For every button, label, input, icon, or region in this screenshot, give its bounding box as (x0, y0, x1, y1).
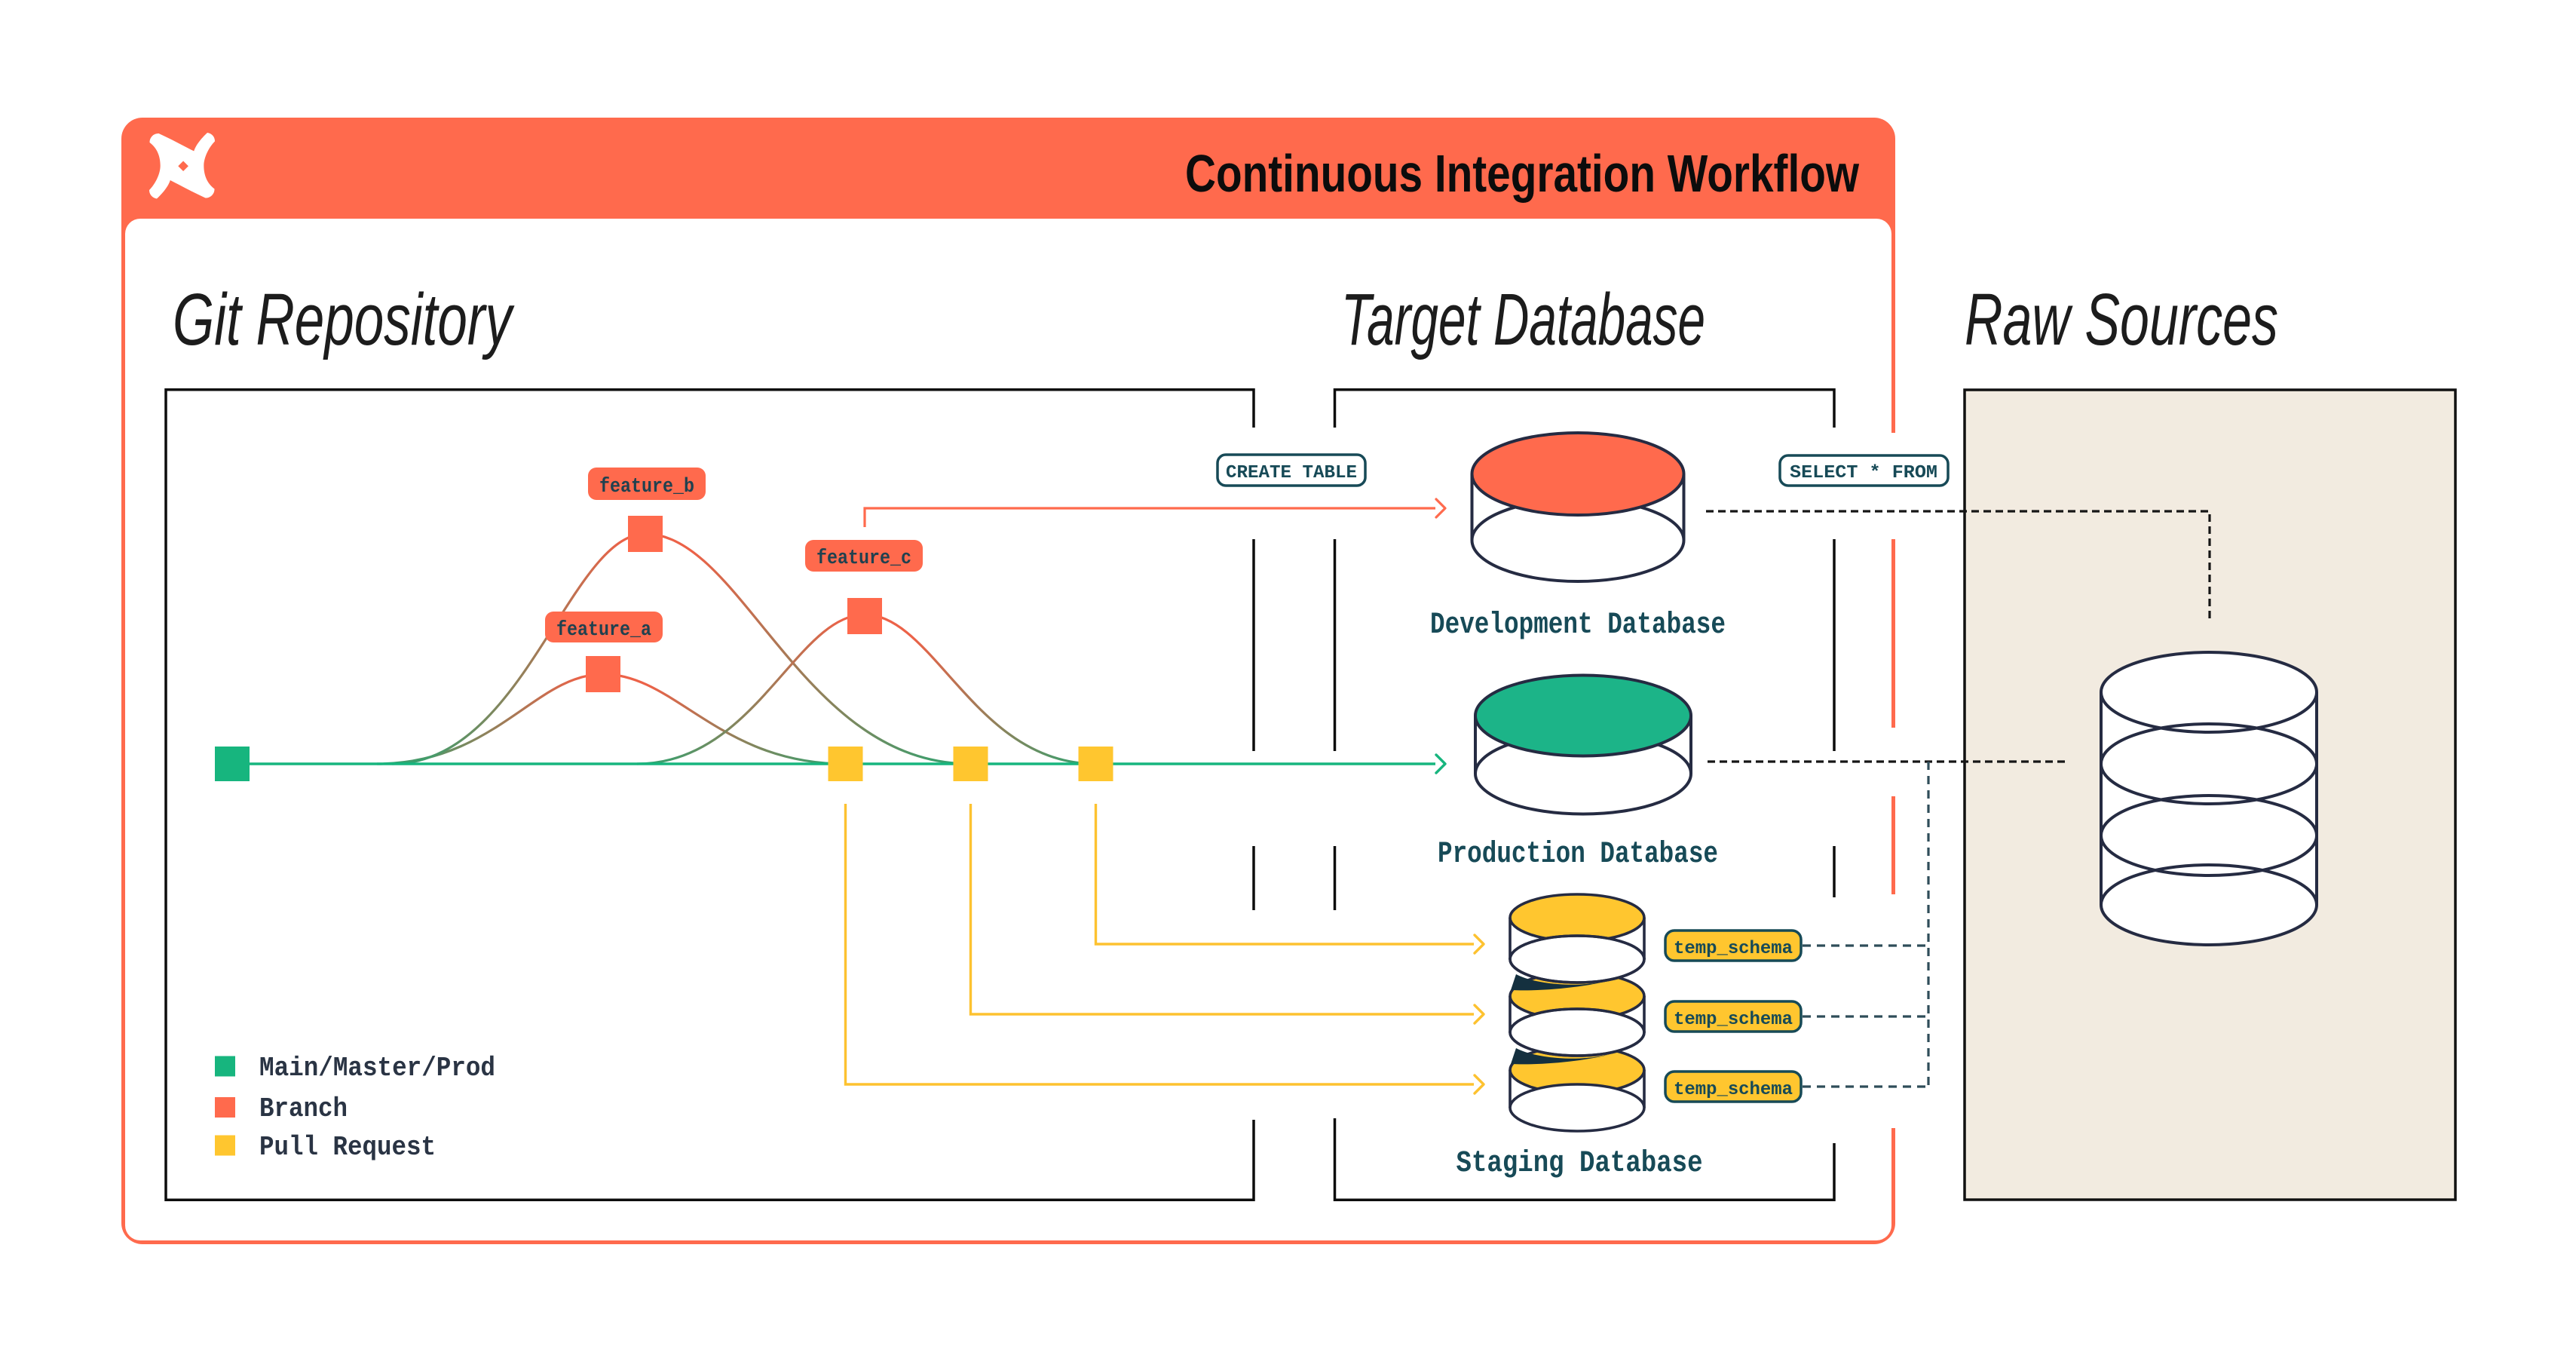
svg-text:temp_schema: temp_schema (1674, 939, 1793, 959)
svg-text:Branch: Branch (259, 1093, 348, 1124)
svg-text:temp_schema: temp_schema (1674, 1080, 1793, 1100)
svg-text:temp_schema: temp_schema (1674, 1010, 1793, 1030)
svg-text:Pull Request: Pull Request (259, 1132, 436, 1163)
svg-text:Raw Sources: Raw Sources (1965, 278, 2278, 360)
svg-text:feature_c: feature_c (816, 547, 911, 570)
svg-text:Production Database: Production Database (1438, 838, 1718, 872)
svg-text:Continuous Integration Workflo: Continuous Integration Workflow (1185, 144, 1859, 203)
svg-text:feature_a: feature_a (556, 619, 651, 642)
svg-text:Development Database: Development Database (1430, 609, 1726, 642)
svg-text:Staging Database: Staging Database (1456, 1147, 1703, 1181)
svg-text:feature_b: feature_b (599, 476, 694, 498)
svg-text:CREATE TABLE: CREATE TABLE (1226, 463, 1357, 483)
svg-text:SELECT * FROM: SELECT * FROM (1790, 463, 1937, 483)
svg-text:Target Database: Target Database (1341, 278, 1705, 360)
svg-text:Git Repository: Git Repository (173, 278, 515, 360)
svg-text:Main/Master/Prod: Main/Master/Prod (259, 1053, 495, 1084)
